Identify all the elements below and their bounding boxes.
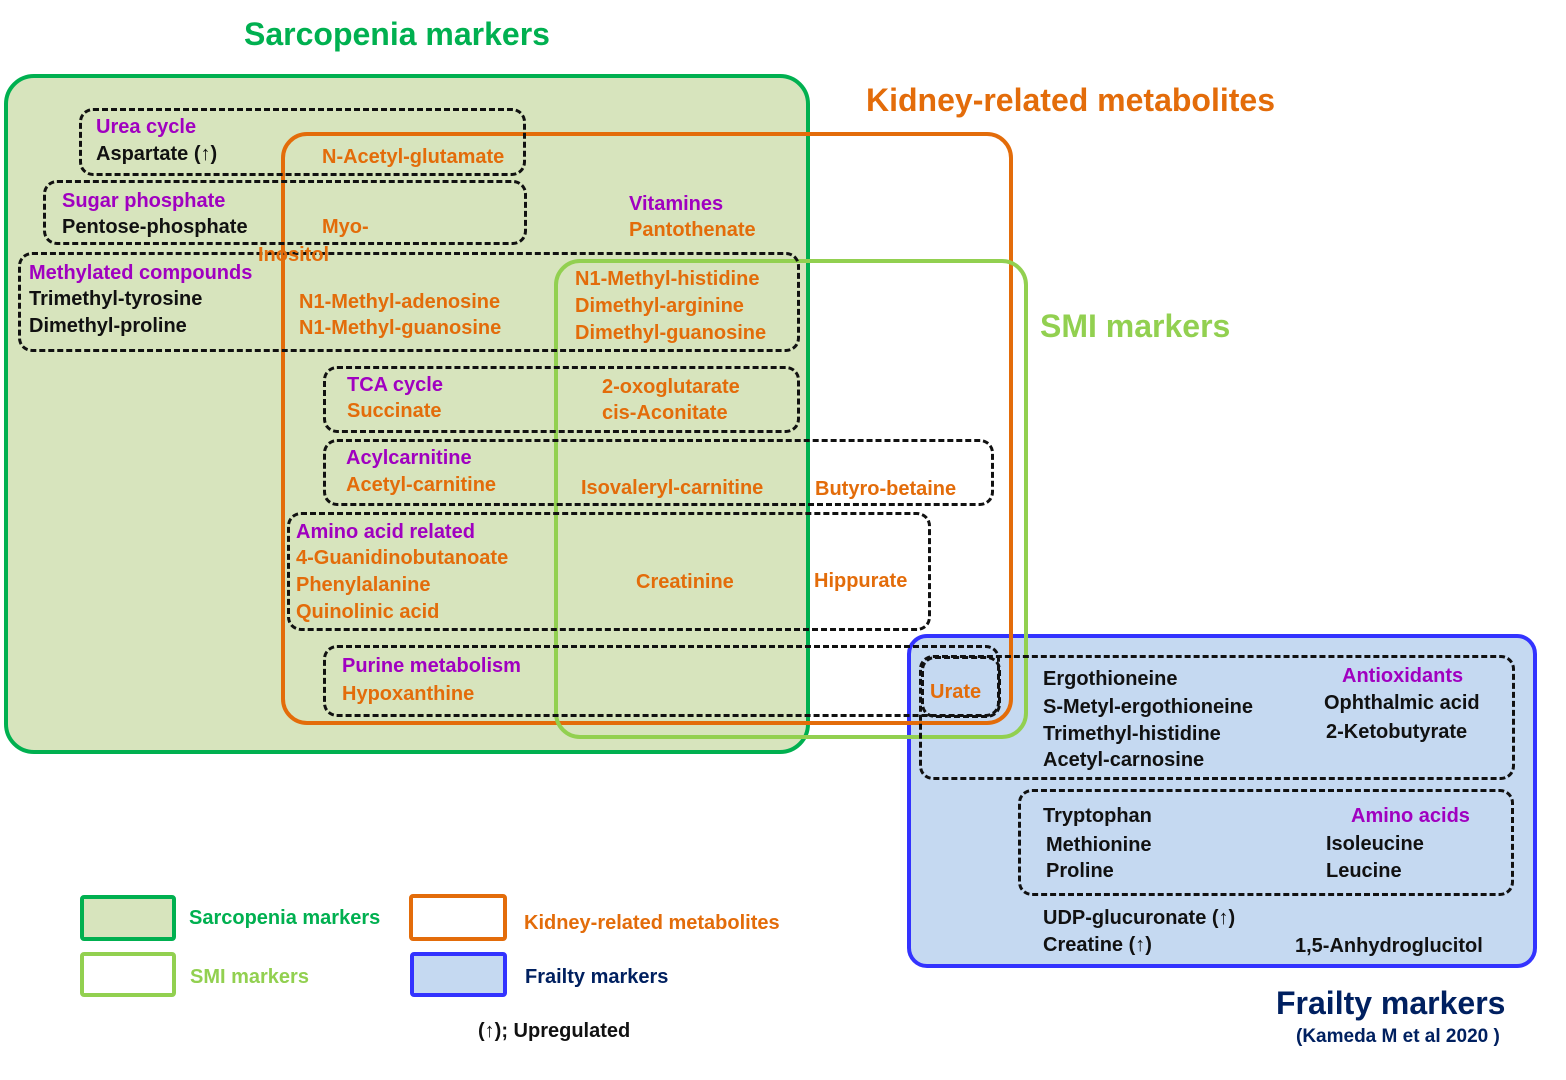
metabolite: Creatinine xyxy=(636,571,734,593)
category-label: Methylated compounds xyxy=(29,262,253,284)
metabolite: Phenylalanine xyxy=(296,574,431,596)
metabolite: N1-Methyl-guanosine xyxy=(299,317,502,339)
group-box-antioxidants xyxy=(919,655,1515,780)
sarcopenia-title: Sarcopenia markers xyxy=(244,16,550,52)
legend-label-kidney: Kidney-related metabolites xyxy=(524,912,780,934)
kidney-title: Kidney-related metabolites xyxy=(866,82,1275,118)
legend-swatch-sarcopenia xyxy=(80,895,176,941)
category-label: Purine metabolism xyxy=(342,655,521,677)
legend-label-frailty: Frailty markers xyxy=(525,966,669,988)
metabolite: Trimethyl-tyrosine xyxy=(29,288,203,310)
metabolite: Ophthalmic acid xyxy=(1324,692,1480,714)
group-box-methylated xyxy=(18,252,800,352)
legend-label-sarcopenia: Sarcopenia markers xyxy=(189,907,381,929)
group-box-urea-cycle xyxy=(79,108,526,176)
metabolite: N1-Methyl-histidine xyxy=(575,268,760,290)
metabolite: Hippurate xyxy=(814,570,908,592)
legend-swatch-kidney xyxy=(409,894,507,941)
metabolite: Urate xyxy=(930,681,982,703)
metabolite: 1,5-Anhydroglucitol xyxy=(1295,935,1483,957)
metabolite: 2-Ketobutyrate xyxy=(1326,721,1468,743)
kidney-set xyxy=(281,132,1013,725)
metabolite: S-Metyl-ergothioneine xyxy=(1043,696,1254,718)
category-label: Acylcarnitine xyxy=(346,447,472,469)
metabolite: 2-oxoglutarate xyxy=(602,376,740,398)
metabolite: Acetyl-carnosine xyxy=(1043,749,1205,771)
group-box-sugar-phosphate xyxy=(43,180,527,245)
citation: (Kameda M et al 2020 ) xyxy=(1296,1026,1500,1047)
metabolite: Dimethyl-guanosine xyxy=(575,322,767,344)
metabolite: Pantothenate xyxy=(629,219,756,241)
category-label: Amino acid related xyxy=(296,521,475,543)
group-box-tca xyxy=(323,366,800,433)
metabolite: UDP-glucuronate (↑) xyxy=(1043,907,1236,929)
metabolite: Quinolinic acid xyxy=(296,601,440,623)
group-box-amino-acids xyxy=(1018,789,1514,896)
frailty-title: Frailty markers xyxy=(1276,985,1506,1021)
legend-note-upregulated: (↑); Upregulated xyxy=(478,1020,631,1042)
metabolite: N1-Methyl-adenosine xyxy=(299,291,501,313)
metabolite: Isovaleryl-carnitine xyxy=(581,477,764,499)
smi-title: SMI markers xyxy=(1040,308,1231,344)
category-label: Vitamines xyxy=(629,193,724,215)
metabolite: Tryptophan xyxy=(1043,805,1152,827)
legend-label-smi: SMI markers xyxy=(190,966,309,988)
legend-swatch-frailty xyxy=(410,952,507,997)
metabolite: Dimethyl-arginine xyxy=(575,295,744,317)
sarcopenia-set xyxy=(4,74,810,754)
group-box-amino-related xyxy=(287,512,931,631)
metabolite: Leucine xyxy=(1326,860,1402,882)
metabolite: Proline xyxy=(1046,860,1114,882)
metabolite: Myo- xyxy=(322,216,369,238)
metabolite: Isoleucine xyxy=(1326,833,1424,855)
category-label: Sugar phosphate xyxy=(62,190,226,212)
metabolite: Ergothioneine xyxy=(1043,668,1178,690)
metabolite: Methionine xyxy=(1046,834,1152,856)
metabolite: Hypoxanthine xyxy=(342,683,475,705)
metabolite: Aspartate (↑) xyxy=(96,143,218,165)
legend-swatch-smi xyxy=(80,952,176,997)
metabolite: Succinate xyxy=(347,400,442,422)
metabolite: Trimethyl-histidine xyxy=(1043,723,1221,745)
category-label: Antioxidants xyxy=(1342,665,1464,687)
metabolite: cis-Aconitate xyxy=(602,402,728,424)
metabolite: N-Acetyl-glutamate xyxy=(322,146,505,168)
metabolite: Pentose-phosphate xyxy=(62,216,248,238)
metabolite: Inositol xyxy=(258,244,330,266)
group-box-acylcarnitine xyxy=(323,439,994,506)
category-label: TCA cycle xyxy=(347,374,443,396)
category-label: Amino acids xyxy=(1351,805,1470,827)
metabolite: Creatine (↑) xyxy=(1043,934,1152,956)
metabolite: 4-Guanidinobutanoate xyxy=(296,547,509,569)
metabolite: Acetyl-carnitine xyxy=(346,474,497,496)
metabolite: Dimethyl-proline xyxy=(29,315,187,337)
metabolite: Butyro-betaine xyxy=(815,478,957,500)
category-label: Urea cycle xyxy=(96,116,197,138)
